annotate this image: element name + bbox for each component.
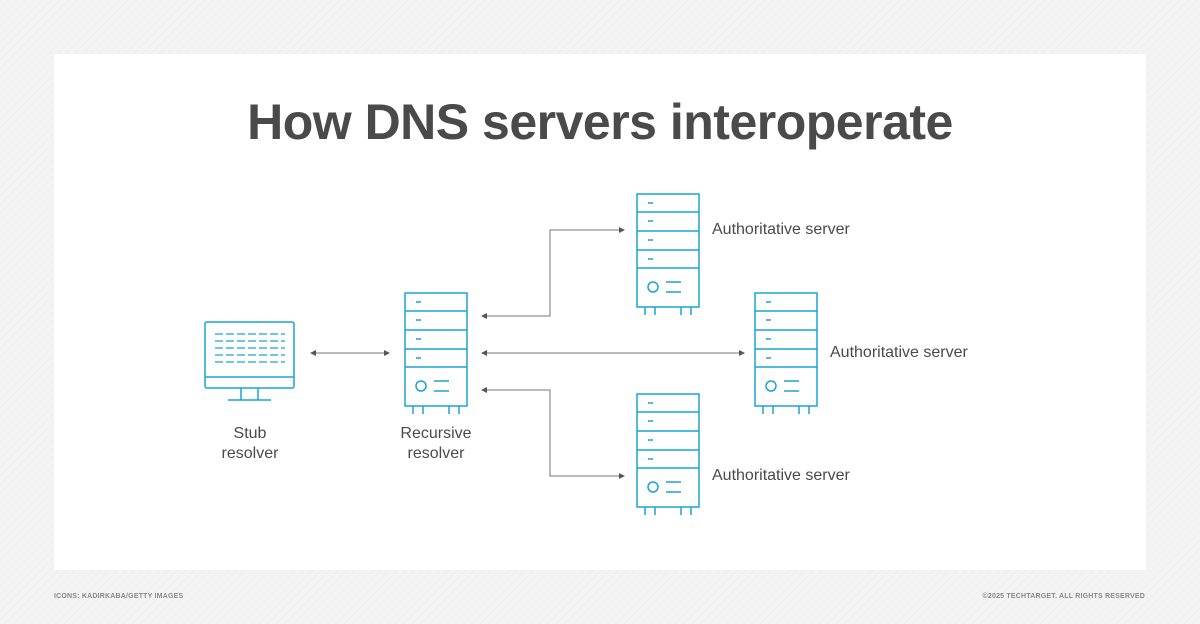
- connector-recursive-to-authoritative-bottom: [481, 387, 625, 479]
- stub-resolver-label-line2: resolver: [221, 445, 279, 462]
- recursive-resolver-label: Recursive resolver: [381, 424, 491, 464]
- authoritative-server-top-icon: [636, 193, 700, 316]
- copyright-notice: ©2025 TECHTARGET. ALL RIGHTS RESERVED: [982, 593, 1145, 600]
- recursive-resolver-server-icon: [404, 292, 468, 415]
- recursive-resolver-label-line1: Recursive: [400, 425, 472, 442]
- stub-resolver-label: Stub resolver: [200, 424, 300, 464]
- stub-resolver-monitor-icon: [204, 321, 295, 401]
- image-credit: ICONS: KADIRKABA/GETTY IMAGES: [54, 593, 184, 600]
- authoritative-server-bottom-icon: [636, 393, 700, 516]
- authoritative-server-middle-icon: [754, 292, 818, 415]
- stub-resolver-label-line1: Stub: [233, 425, 267, 442]
- diagram-title: How DNS servers interoperate: [247, 94, 953, 150]
- connector-recursive-to-authoritative-top: [481, 227, 625, 319]
- authoritative-server-top-label: Authoritative server: [712, 221, 850, 238]
- authoritative-server-bottom-label: Authoritative server: [712, 467, 850, 484]
- recursive-resolver-label-line2: resolver: [407, 445, 465, 462]
- authoritative-server-middle-label: Authoritative server: [830, 344, 968, 361]
